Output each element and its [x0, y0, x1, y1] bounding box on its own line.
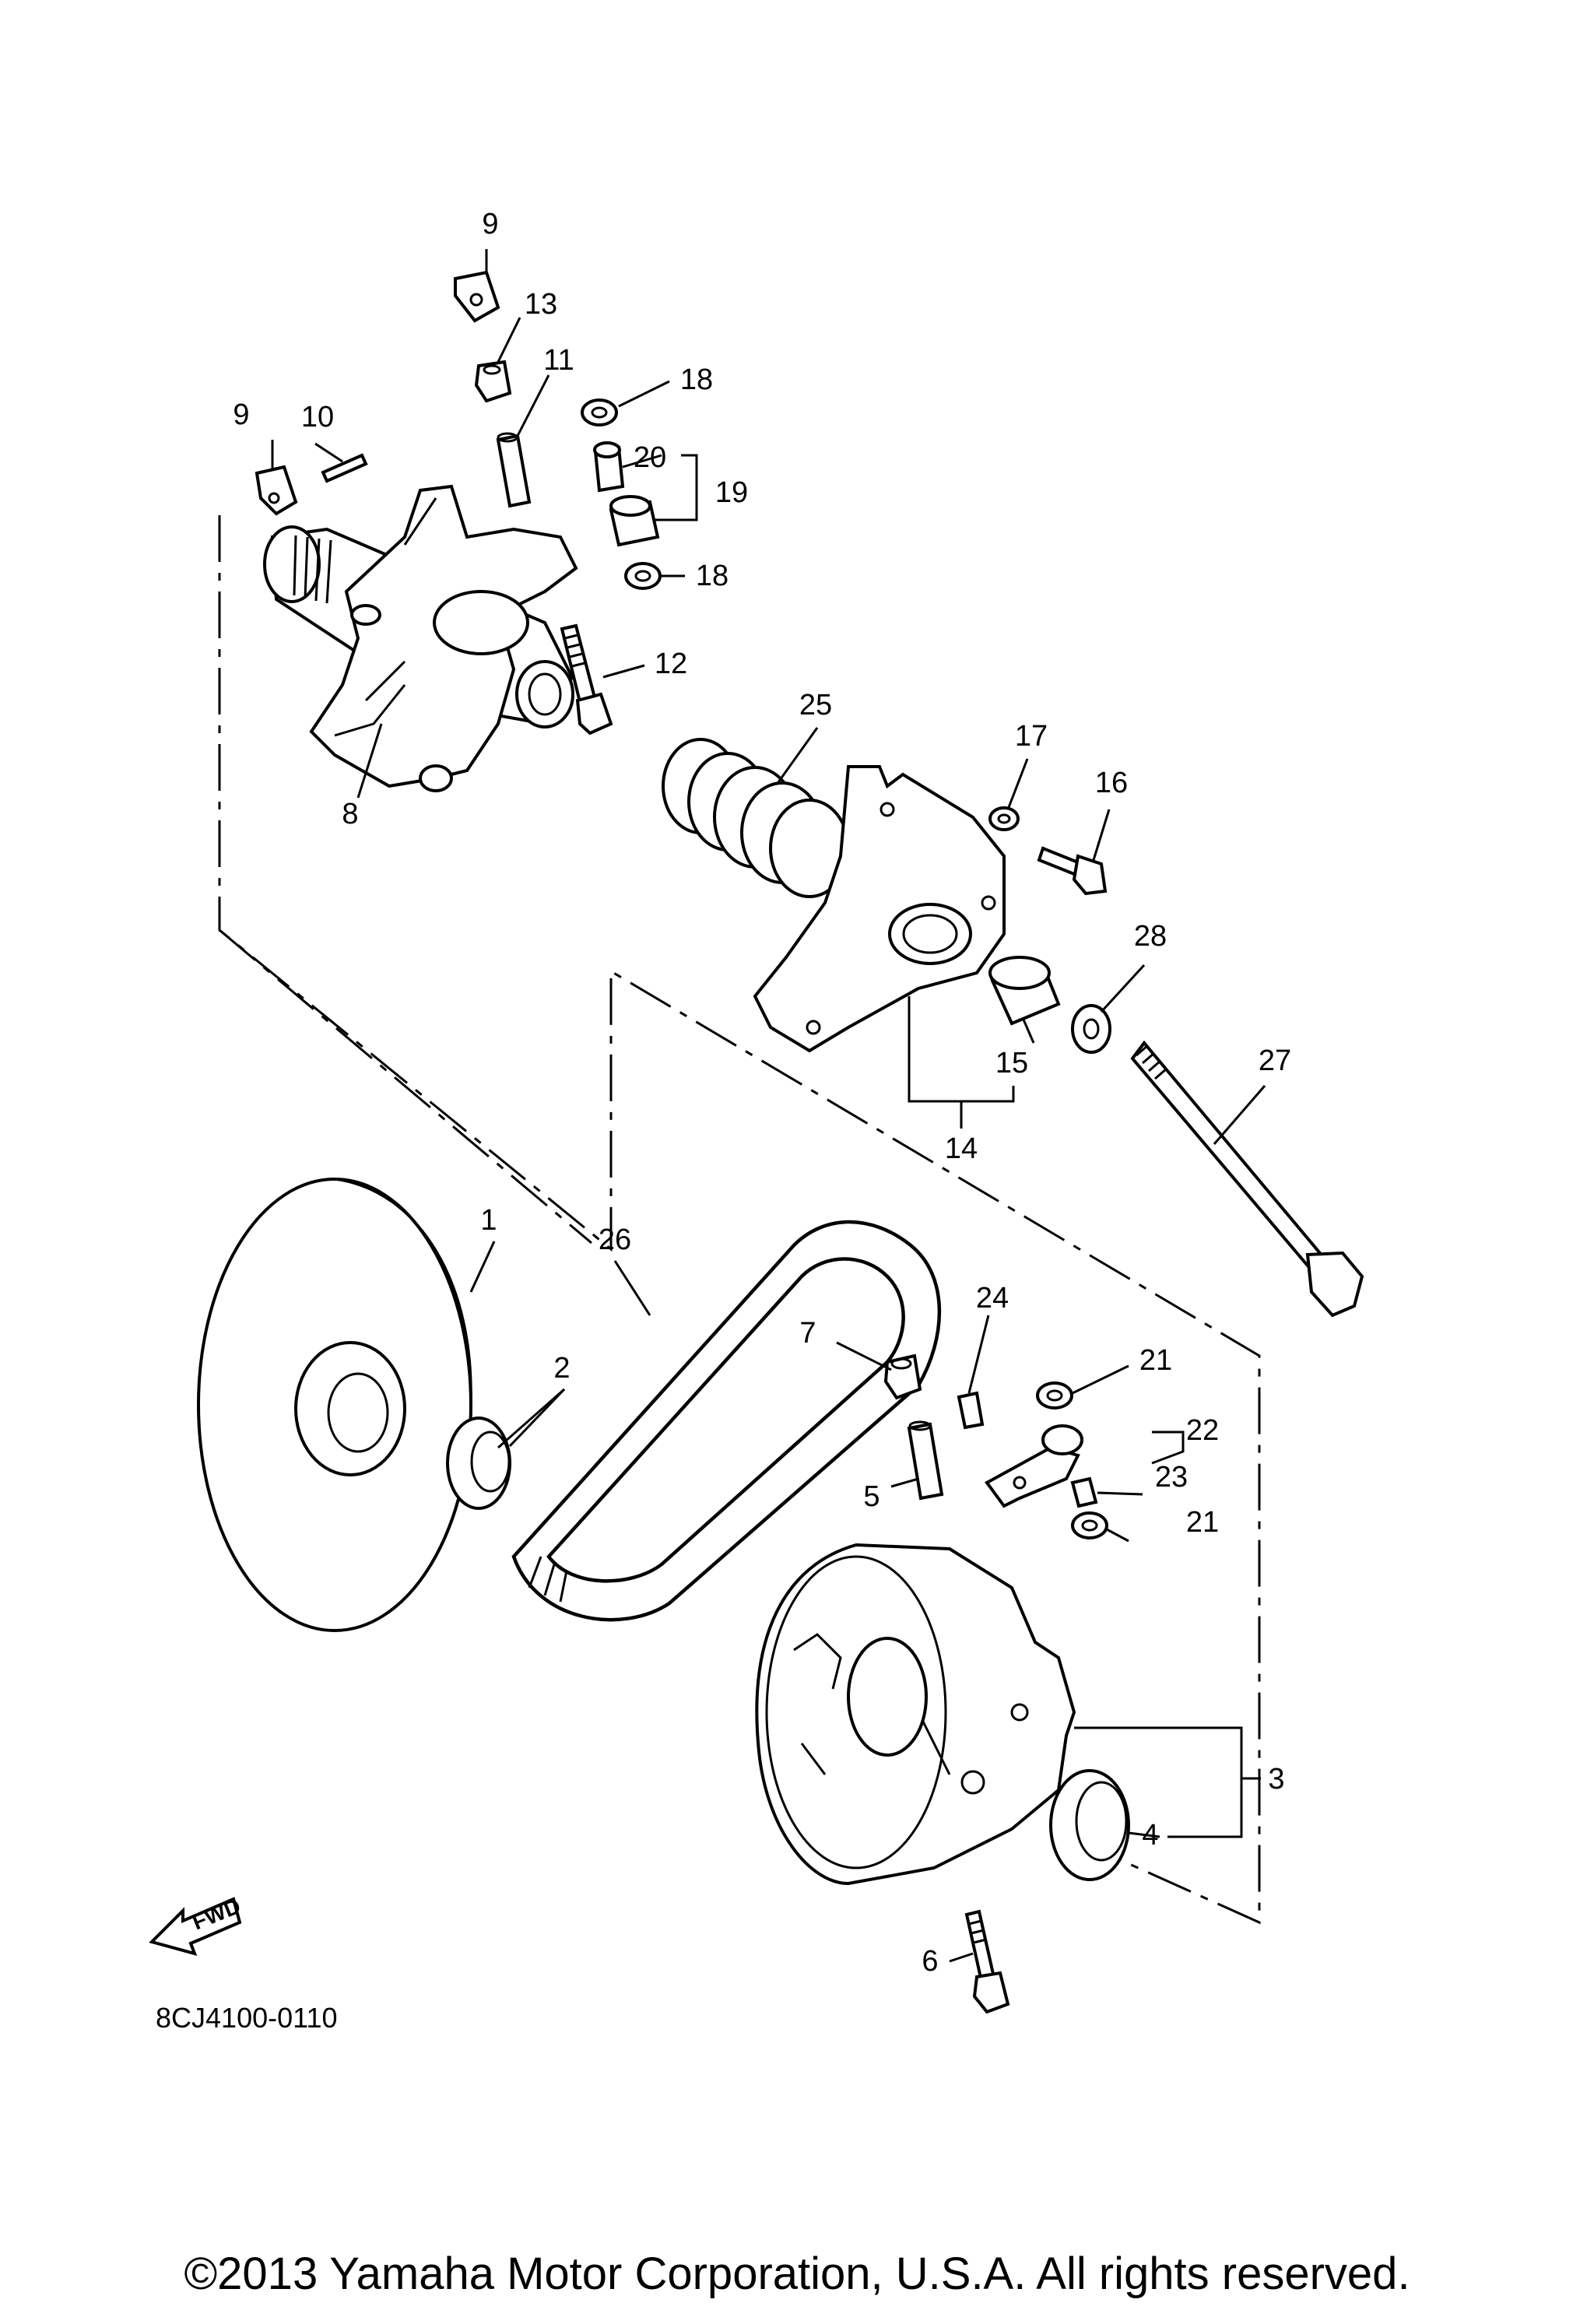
copyright-notice: ©2013 Yamaha Motor Corporation, U.S.A. A… [184, 2249, 1410, 2299]
callout-24: 24 [976, 1282, 1009, 1315]
washer-21-bottom-part[interactable] [1071, 1511, 1108, 1539]
callout-12: 12 [655, 648, 687, 680]
pin-10-part[interactable] [321, 453, 368, 483]
callout-7: 7 [799, 1317, 816, 1350]
washer-18-top-part[interactable] [581, 398, 618, 427]
callout-9-left: 9 [233, 398, 249, 431]
drive-belt-26-part[interactable] [511, 1220, 942, 1622]
callout-3: 3 [1268, 1763, 1284, 1796]
callout-18-bottom: 18 [696, 560, 729, 592]
callout-8: 8 [342, 798, 358, 830]
bushing-15-part[interactable] [988, 956, 1061, 1026]
callout-15: 15 [995, 1047, 1028, 1080]
washer-17-part[interactable] [988, 806, 1020, 831]
reference-code: 8CJ4100-0110 [156, 2002, 338, 2034]
callout-25: 25 [799, 689, 832, 721]
callout-9-top: 9 [482, 208, 498, 240]
weight-9-top-part[interactable] [454, 270, 500, 323]
cam-cover-14-part[interactable] [753, 765, 1006, 1053]
roller-23-part[interactable] [1070, 1476, 1098, 1508]
ramp-22-part[interactable] [985, 1424, 1083, 1508]
callout-27: 27 [1259, 1044, 1291, 1077]
bolt-16-part[interactable] [1037, 846, 1108, 896]
callout-18-top: 18 [680, 363, 713, 396]
nut-13-part[interactable] [474, 360, 512, 403]
movable-sheave-3-part[interactable] [755, 1543, 1076, 1886]
callout-5: 5 [863, 1480, 880, 1513]
callout-28: 28 [1134, 920, 1167, 953]
washer-21-top-part[interactable] [1036, 1381, 1073, 1409]
callout-17: 17 [1015, 720, 1048, 753]
washer-28-part[interactable] [1071, 1004, 1111, 1054]
callout-2: 2 [553, 1352, 570, 1385]
bolt-6-part[interactable] [964, 1909, 1010, 2014]
callout-14: 14 [945, 1132, 978, 1165]
roller-19-part[interactable] [609, 495, 660, 547]
callout-13: 13 [525, 288, 557, 321]
weight-9-left-part[interactable] [255, 465, 298, 516]
nut-7-part[interactable] [883, 1353, 922, 1400]
washer-18-bottom-part[interactable] [624, 562, 662, 590]
callout-6: 6 [922, 1945, 938, 1978]
callout-20: 20 [634, 441, 666, 474]
fixed-sheave-1-part[interactable] [197, 1178, 472, 1632]
spider-hub-part[interactable] [263, 484, 578, 792]
spring-25-part[interactable] [662, 738, 850, 898]
callout-16: 16 [1095, 767, 1128, 799]
assembly-boundary-lines [218, 515, 1261, 1925]
roller-pin-11-part[interactable] [496, 432, 532, 508]
callout-numbers: 9 13 11 18 9 10 20 19 18 12 25 17 16 8 2… [233, 208, 1291, 1978]
bolt-27-part[interactable] [1130, 1040, 1364, 1318]
callout-1: 1 [480, 1204, 497, 1237]
callout-19: 19 [715, 476, 748, 509]
callout-23: 23 [1155, 1461, 1188, 1494]
pin-24-part[interactable] [957, 1391, 985, 1430]
leader-lines [271, 249, 1266, 1963]
bushing-20-part[interactable] [593, 441, 625, 493]
bushing-4-part[interactable] [1049, 1769, 1130, 1881]
callout-10: 10 [301, 401, 334, 434]
collar-2-part[interactable] [446, 1417, 511, 1510]
callout-21-top: 21 [1139, 1344, 1172, 1377]
pin-5-part[interactable] [907, 1420, 944, 1501]
callout-26: 26 [599, 1223, 631, 1256]
bolt-12-part[interactable] [560, 623, 613, 735]
callout-21-bottom: 21 [1186, 1506, 1219, 1539]
callout-11: 11 [543, 344, 574, 377]
fwd-arrow-icon: FWD [149, 1894, 244, 1956]
callout-22: 22 [1186, 1414, 1219, 1447]
callout-4: 4 [1142, 1819, 1158, 1852]
